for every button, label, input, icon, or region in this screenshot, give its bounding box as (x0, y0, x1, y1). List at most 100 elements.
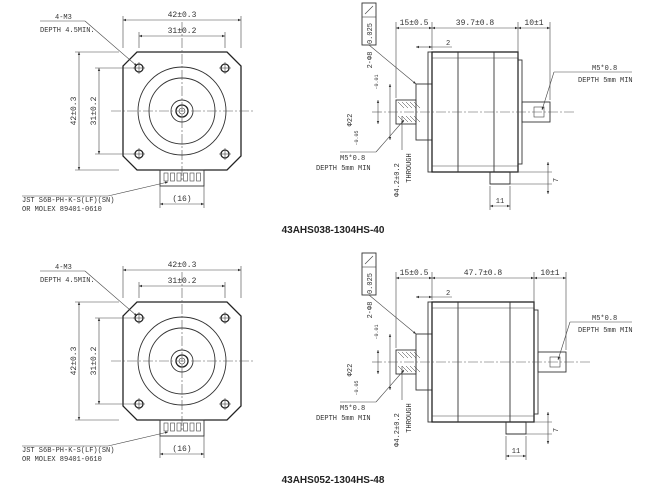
dim-rear-label: 10±1 (540, 269, 559, 278)
motor-face-outline (122, 51, 242, 171)
section-hatch (405, 365, 413, 373)
dim-small-label: 7 (553, 178, 561, 182)
flatness-leader (368, 294, 417, 335)
dim-flange-label: 15±0.5 (400, 19, 429, 28)
connector-pin (189, 172, 195, 182)
model-label: 43AHS052-1304HS-48 (282, 475, 385, 486)
flatness-value: 0.025 (367, 273, 375, 294)
front-width-inner-label: 31±0.2 (168, 277, 197, 286)
connector-pin (196, 422, 201, 432)
dim-boss-a-label: 2-Φ8 (367, 302, 375, 319)
section-hatch (397, 101, 405, 109)
dim-flange-label: 15±0.5 (400, 269, 429, 278)
dim-boss-a-label: 2-Φ8 (367, 52, 375, 69)
section-hatch (413, 101, 421, 109)
connector-pin (170, 422, 175, 432)
flatness-symbol (364, 255, 374, 265)
connector-side (489, 172, 511, 185)
section-hatch (405, 101, 413, 109)
holes-note: 4-M3 (55, 264, 72, 272)
thread-front-leader (375, 119, 405, 153)
flatness-leader (368, 44, 417, 85)
section-hatch (401, 115, 409, 123)
dim-rear-label: 10±1 (524, 19, 543, 28)
flatness-symbol (364, 5, 374, 15)
section-hatch (401, 101, 409, 109)
depth-note: DEPTH 4.5MIN. (40, 277, 95, 285)
section-hatch (405, 115, 413, 123)
connector-note-2: OR MOLEX 89401-0610 (22, 456, 102, 464)
section-hatch (397, 351, 405, 359)
dim-boss-a-tol: -0.01 (374, 74, 380, 89)
section-hatch (401, 365, 409, 373)
dim-boss-b-tol: -0.05 (354, 380, 360, 395)
connector-note-1: JST S6B-PH-K-S(LF)(SN) (22, 447, 114, 455)
connector-note-2: OR MOLEX 89401-0610 (22, 206, 102, 214)
thread-rear-depth: DEPTH 5mm MIN (578, 77, 633, 85)
through-label: THROUGH (406, 153, 414, 182)
section-hatch (409, 115, 417, 123)
motor-face-outline (122, 301, 242, 421)
section-hatch (413, 115, 421, 123)
through-dim-label: Φ4.2±0.2 (394, 413, 402, 447)
connector-side (505, 422, 527, 435)
dim-step-label: 2 (446, 40, 450, 48)
front-height-inner-label: 31±0.2 (90, 96, 99, 125)
front-width-outer-label: 42±0.3 (168, 11, 197, 20)
connector-pin (183, 172, 188, 182)
thread-front-depth: DEPTH 5mm MIN (316, 415, 371, 423)
dim-small-label: 7 (553, 428, 561, 432)
front-width-outer-label: 42±0.3 (168, 261, 197, 270)
front-width-inner-label: 31±0.2 (168, 27, 197, 36)
through-label: THROUGH (406, 403, 414, 432)
connector-outline (159, 169, 205, 187)
connector-pin (163, 422, 169, 432)
section-hatch (405, 351, 413, 359)
connector-pin (196, 172, 201, 182)
holes-note: 4-M3 (55, 14, 72, 22)
dim-boss-b-label: Φ22 (347, 364, 355, 377)
section-hatch (409, 351, 417, 359)
thread-rear-leader (557, 321, 571, 361)
connector-width-label: (16) (172, 445, 191, 454)
section-hatch (409, 101, 417, 109)
hole-leader (84, 20, 138, 67)
connector-pin (170, 172, 175, 182)
connector-note-1: JST S6B-PH-K-S(LF)(SN) (22, 197, 114, 205)
connector-leader (107, 431, 169, 447)
dim-boss-b-label: Φ22 (347, 114, 355, 127)
dim-bottom-label: 11 (496, 198, 504, 206)
flatness-value: 0.025 (367, 23, 375, 44)
section-hatch (413, 365, 421, 373)
depth-note: DEPTH 4.5MIN. (40, 27, 95, 35)
connector-leader (107, 181, 169, 197)
dim-body-label: 39.7±0.8 (456, 19, 495, 28)
thread-rear-label: M5*0.8 (592, 315, 617, 323)
thread-front-depth: DEPTH 5mm MIN (316, 165, 371, 173)
connector-pin (163, 172, 169, 182)
section-hatch (413, 351, 421, 359)
dim-boss-b-tol: -0.05 (354, 130, 360, 145)
section-hatch (409, 365, 417, 373)
front-height-outer-label: 42±0.3 (70, 346, 79, 375)
connector-pin (189, 422, 195, 432)
thread-front-label: M5*0.8 (340, 405, 365, 413)
through-dim-label: Φ4.2±0.2 (394, 163, 402, 197)
dim-body-label: 47.7±0.8 (464, 269, 503, 278)
thread-front-label: M5*0.8 (340, 155, 365, 163)
connector-pin (176, 422, 182, 432)
dim-step-label: 2 (446, 290, 450, 298)
thread-rear-depth: DEPTH 5mm MIN (578, 327, 633, 335)
front-height-inner-label: 31±0.2 (90, 346, 99, 375)
connector-width-label: (16) (172, 195, 191, 204)
front-height-outer-label: 42±0.3 (70, 96, 79, 125)
thread-rear-label: M5*0.8 (592, 65, 617, 73)
connector-outline (159, 419, 205, 437)
dim-bottom-label: 11 (512, 448, 520, 456)
dim-boss-a-tol: -0.01 (374, 324, 380, 339)
thread-front-leader (375, 369, 405, 403)
section-hatch (401, 351, 409, 359)
